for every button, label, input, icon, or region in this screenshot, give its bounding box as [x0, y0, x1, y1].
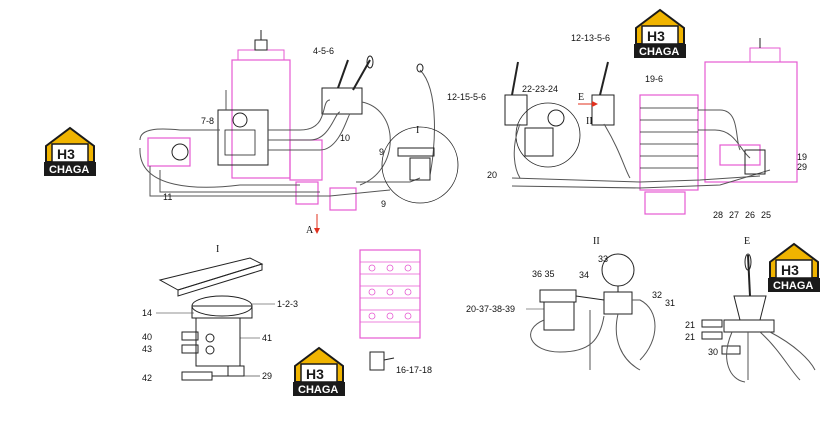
left-machine-assembly — [139, 30, 459, 234]
logo-brand: CHAGA — [298, 384, 338, 396]
section-II-label: II — [593, 236, 600, 247]
detail-II-valve — [530, 253, 656, 371]
callout: 30 — [708, 347, 718, 357]
callout: 19 — [797, 152, 807, 162]
chaga-logo-left: H3 CHAGA — [43, 127, 97, 177]
callout: 42 — [142, 373, 152, 383]
logo-brand: CHAGA — [49, 164, 89, 176]
pink-valve-block — [359, 249, 421, 371]
callout: 29 — [262, 371, 272, 381]
callout: 20 — [487, 170, 497, 180]
logo-mark: H3 — [781, 262, 799, 278]
logo-mark: H3 — [306, 366, 324, 382]
callout: 26 — [745, 210, 755, 220]
right-machine-assembly — [504, 38, 798, 215]
callout: 9 — [379, 147, 384, 157]
callout: 14 — [142, 308, 152, 318]
section-E-label: E — [744, 236, 750, 247]
view-A-label: A — [306, 225, 314, 236]
callout: 7-8 — [201, 116, 214, 126]
callout: 20-37-38-39 — [466, 304, 515, 314]
section-I-top-label: I — [416, 125, 419, 136]
callout: 21 — [685, 320, 695, 330]
callout: 29 — [797, 162, 807, 172]
callout: 11 — [163, 192, 172, 202]
callout: 25 — [761, 210, 771, 220]
chaga-logo-bottom-right: H3 CHAGA — [767, 243, 821, 293]
callout: 33 — [598, 254, 608, 264]
callout: 12-13-5-6 — [571, 33, 610, 43]
callout: 22-23-24 — [522, 84, 558, 94]
callout: 36 35 — [532, 269, 555, 279]
callout: 43 — [142, 344, 152, 354]
callout: 21 — [685, 332, 695, 342]
section-I-label: I — [216, 244, 219, 255]
callout-labels: 4-5-6 7-8 10 9 9 11 12-13-5-6 12-15-5-6 … — [142, 33, 807, 383]
logo-brand: CHAGA — [639, 46, 679, 58]
callout: 41 — [262, 333, 272, 343]
chaga-logo-bottom-center: H3 CHAGA — [292, 347, 346, 397]
callout: 12-15-5-6 — [447, 92, 486, 102]
callout: 1-2-3 — [277, 299, 298, 309]
chaga-logo-top-right: H3 CHAGA — [633, 9, 687, 59]
callout: 4-5-6 — [313, 46, 334, 56]
callout: 19-6 — [645, 74, 663, 84]
callout: 16-17-18 — [396, 365, 432, 375]
arrow-E-label: E — [578, 92, 584, 103]
callout: 40 — [142, 332, 152, 342]
callout: 32 — [652, 290, 662, 300]
logo-mark: H3 — [647, 28, 665, 44]
callout: 27 — [729, 210, 739, 220]
detail-I-pedal — [158, 257, 264, 381]
section-II-top-label: II — [586, 116, 593, 127]
logo-mark: H3 — [57, 146, 75, 162]
detail-E-joystick — [701, 253, 816, 383]
callout: 34 — [579, 270, 589, 280]
callout: 28 — [713, 210, 723, 220]
logo-brand: CHAGA — [773, 280, 813, 292]
callout: 10 — [340, 133, 350, 143]
callout: 9 — [381, 199, 386, 209]
callout: 31 — [665, 298, 675, 308]
